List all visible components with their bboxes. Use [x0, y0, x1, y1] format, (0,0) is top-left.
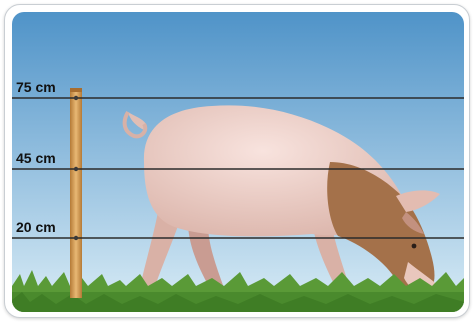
- wire-label-20cm: 20 cm: [16, 219, 56, 235]
- wire-label-75cm: 75 cm: [16, 79, 56, 95]
- fence-post: [70, 88, 82, 298]
- fence-diagram: 75 cm 45 cm 20 cm: [12, 12, 464, 312]
- image-frame: 75 cm 45 cm 20 cm: [4, 4, 470, 318]
- wire-label-45cm: 45 cm: [16, 150, 56, 166]
